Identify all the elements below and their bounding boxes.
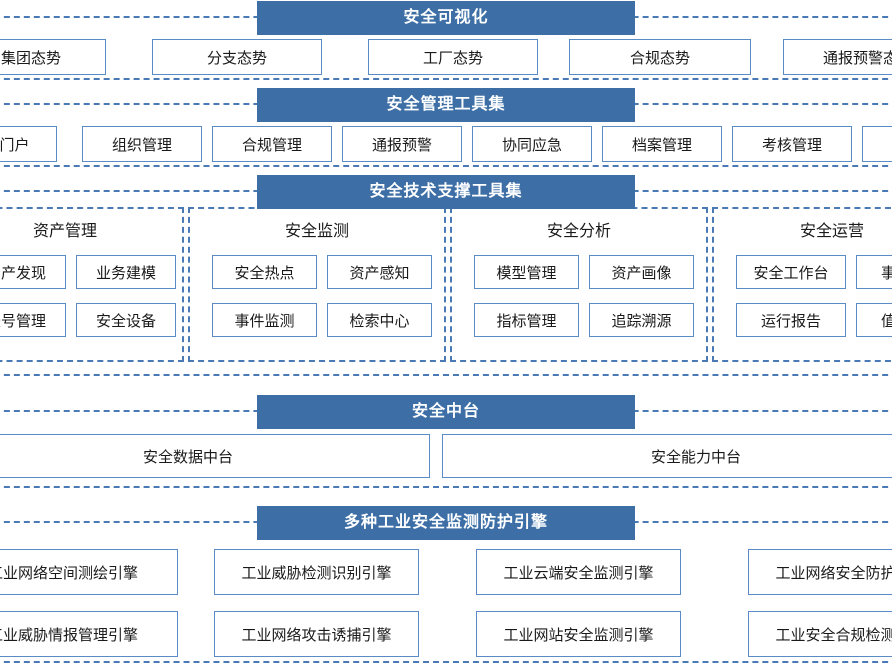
box-band3-g1-item-2[interactable]: 事件监测 [212,303,317,337]
band-security-middle-platform: 安全中台 安全数据中台安全能力中台 [0,395,892,488]
box-band5-item-3[interactable]: 工业网络安全防护引擎 [748,549,892,595]
box-band2-item-0[interactable]: 安全门户 [0,126,57,162]
box-band2-item-3[interactable]: 通报预警 [342,126,462,162]
box-band1-item-3[interactable]: 合规态势 [569,39,751,75]
box-band5-item-5[interactable]: 工业网络攻击诱捕引擎 [214,611,419,657]
box-band2-item-5[interactable]: 档案管理 [602,126,722,162]
box-band2-item-2[interactable]: 合规管理 [212,126,332,162]
band-banner-security-middle-platform: 安全中台 [257,395,635,429]
box-band3-g0-item-1[interactable]: 业务建模 [76,255,176,289]
box-band3-g2-item-1[interactable]: 资产画像 [589,255,694,289]
box-band3-g0-item-2[interactable]: 账号管理 [0,303,66,337]
group-title-2: 安全分析 [546,223,611,240]
box-band2-item-6[interactable]: 考核管理 [732,126,852,162]
box-band5-item-4[interactable]: 工业威胁情报管理引擎 [0,611,178,657]
box-band3-g2-item-2[interactable]: 指标管理 [474,303,579,337]
box-band1-item-4[interactable]: 通报预警态势 [783,39,892,75]
box-band5-item-2[interactable]: 工业云端安全监测引擎 [476,549,681,595]
band-banner-security-tech-support-toolset: 安全技术支撑工具集 [257,175,635,209]
group-band3-1: 安全监测安全热点资产感知事件监测检索中心 [188,207,446,362]
box-band5-item-6[interactable]: 工业网站安全监测引擎 [476,611,681,657]
box-band4-item-0[interactable]: 安全数据中台 [0,434,430,478]
box-band3-g3-item-1[interactable]: 事件处置 [856,255,892,289]
box-band3-g3-item-0[interactable]: 安全工作台 [736,255,846,289]
group-title-3: 安全运营 [799,223,864,240]
box-band4-item-1[interactable]: 安全能力中台 [442,434,892,478]
box-band3-g0-item-0[interactable]: 资产发现 [0,255,66,289]
group-title-0: 资产管理 [32,223,97,240]
group-band3-2: 安全分析模型管理资产画像指标管理追踪溯源 [450,207,708,362]
band-banner-security-visualization: 安全可视化 [257,1,635,35]
band-banner-industrial-security-engines: 多种工业安全监测防护引擎 [257,506,635,540]
box-band3-g3-item-2[interactable]: 运行报告 [736,303,846,337]
band-security-tech-support-toolset: 安全技术支撑工具集 资产管理资产发现业务建模账号管理安全设备安全监测安全热点资产… [0,175,892,376]
box-band2-item-4[interactable]: 协同应急 [472,126,592,162]
box-band2-item-7[interactable]: 运维管理 [862,126,892,162]
group-band3-0: 资产管理资产发现业务建模账号管理安全设备 [0,207,184,362]
band-security-management-toolset: 安全管理工具集 安全门户组织管理合规管理通报预警协同应急档案管理考核管理运维管理 [0,88,892,167]
box-band3-g1-item-1[interactable]: 资产感知 [327,255,432,289]
group-title-1: 安全监测 [284,223,349,240]
box-band3-g3-item-3[interactable]: 值班管理 [856,303,892,337]
box-band3-g0-item-3[interactable]: 安全设备 [76,303,176,337]
box-band1-item-1[interactable]: 分支态势 [152,39,322,75]
box-band5-item-0[interactable]: 工业网络空间测绘引擎 [0,549,178,595]
box-band5-item-7[interactable]: 工业安全合规检测引擎 [748,611,892,657]
box-band1-item-0[interactable]: 集团态势 [0,39,106,75]
box-band3-g1-item-3[interactable]: 检索中心 [327,303,432,337]
box-band3-g2-item-0[interactable]: 模型管理 [474,255,579,289]
group-band3-3: 安全运营安全工作台事件处置运行报告值班管理 [712,207,892,362]
box-band3-g2-item-3[interactable]: 追踪溯源 [589,303,694,337]
box-band5-item-1[interactable]: 工业威胁检测识别引擎 [214,549,419,595]
box-band3-g1-item-0[interactable]: 安全热点 [212,255,317,289]
box-band1-item-2[interactable]: 工厂态势 [368,39,538,75]
box-band2-item-1[interactable]: 组织管理 [82,126,202,162]
band-banner-security-management-toolset: 安全管理工具集 [257,88,635,122]
band-security-visualization: 安全可视化 集团态势 分支态势 工厂态势合规态势通报预警态势 [0,1,892,80]
band-industrial-security-engines: 多种工业安全监测防护引擎 工业网络空间测绘引擎工业威胁检测识别引擎 工业云端安全监… [0,506,892,663]
